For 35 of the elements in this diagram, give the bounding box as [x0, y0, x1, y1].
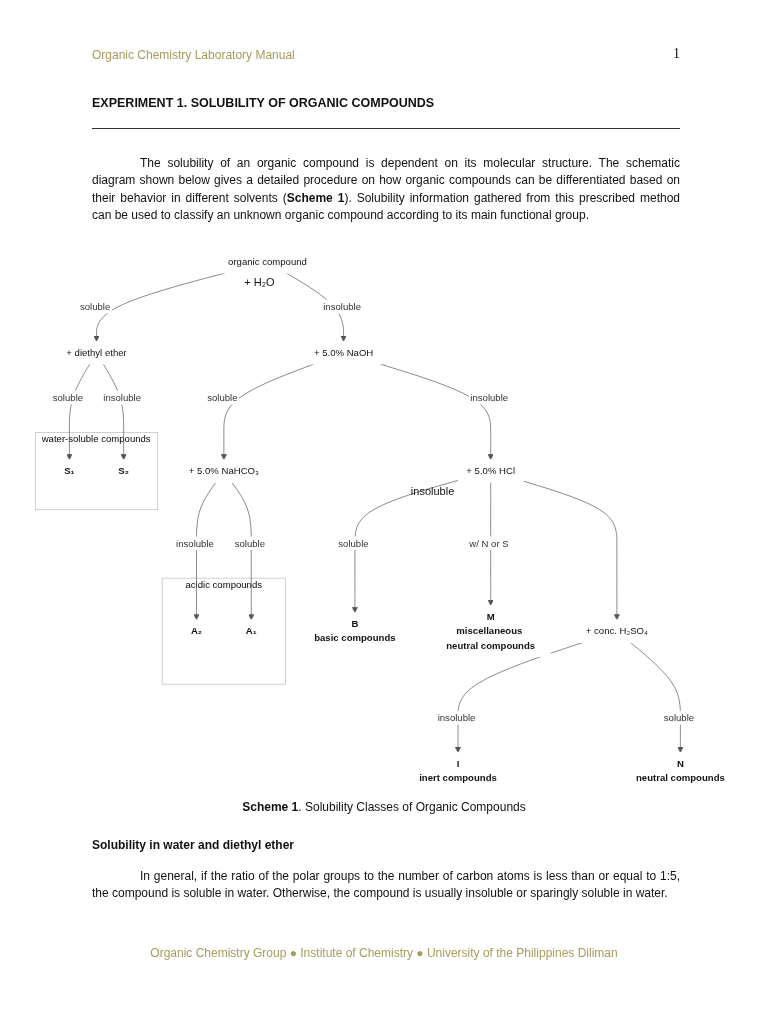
- branch-label: insoluble: [410, 485, 455, 498]
- paragraph: The solubility of an organic compound is dependent on its molecular structure. The schematic diagram shown below gives a detailed procedure on how organic compounds can be differentiated based on their behavior in different solvents (Scheme 1). Solubility information gathered from this prescribed method can be used to classify an unknown organic compound according to its main functional group.: [92, 155, 680, 225]
- edge-label: soluble: [234, 537, 265, 549]
- node-text: S₂: [118, 465, 129, 477]
- caption: Scheme 1. Solubility Classes of Organic Compounds: [241, 800, 527, 814]
- node-text: A₂: [190, 625, 202, 637]
- node-text: A₁: [245, 625, 257, 637]
- edge-label: insoluble: [175, 537, 214, 549]
- node-text: + 5.0% NaHCO₃: [188, 465, 259, 477]
- edge-label: soluble: [52, 391, 83, 403]
- node-text: organic compound: [227, 255, 307, 267]
- node-text: + diethyl ether: [66, 346, 127, 358]
- page-number: 1: [673, 46, 680, 62]
- section-heading: Solubility in water and diethyl ether: [92, 838, 295, 852]
- node-text: M miscellaneous neutral compounds: [446, 610, 535, 651]
- node-text: + 5.0% NaOH: [313, 346, 373, 358]
- heading: EXPERIMENT 1. SOLUBILITY OF ORGANIC COMPOUNDS: [92, 96, 435, 110]
- edge-label: soluble: [79, 300, 110, 312]
- paragraph: In general, if the ratio of the polar groups to the number of carbon atoms is less than or equal to 1:5, the compound is soluble in water. Otherwise, the compound is usually insoluble or sparingly soluble in water.: [92, 868, 680, 903]
- running-header: Organic Chemistry Laboratory Manual: [92, 48, 295, 62]
- edge-label: insoluble: [103, 391, 141, 403]
- edge-label: insoluble: [322, 300, 361, 312]
- node-text: + 5.0% HCl: [466, 465, 515, 477]
- edge-label: soluble: [206, 391, 238, 403]
- edge-label: insoluble: [470, 391, 508, 403]
- edge-label: w/ N or S: [469, 537, 509, 549]
- edge-label: soluble: [338, 537, 369, 549]
- node-text: B basic compounds: [313, 618, 396, 644]
- edge-label: soluble: [663, 712, 694, 724]
- node-text: N neutral compounds: [635, 758, 725, 784]
- footer-text: Organic Chemistry Group ● Institute of Chemistry ● University of the Philippines Diliman: [149, 946, 619, 960]
- node-text: S₁: [63, 465, 75, 477]
- node-text: I inert compounds: [418, 758, 497, 784]
- node-text: + conc. H₂SO₄: [585, 625, 648, 637]
- edge-label: insoluble: [437, 712, 476, 724]
